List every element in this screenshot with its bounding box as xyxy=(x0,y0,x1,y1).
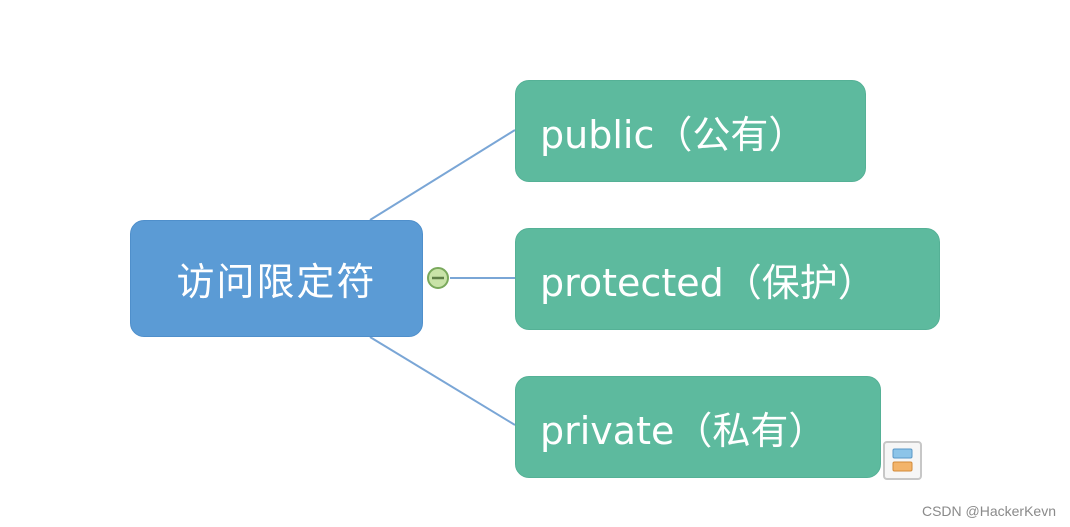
topic-protected[interactable]: protected（保护） xyxy=(515,228,940,330)
connector-public xyxy=(369,129,516,221)
topic-public[interactable]: public（公有） xyxy=(515,80,866,182)
topic-public-label: public（公有） xyxy=(540,112,807,157)
connector-private xyxy=(369,336,516,426)
watermark-text: CSDN @HackerKevn xyxy=(921,503,1056,519)
minus-circle-icon[interactable] xyxy=(426,266,450,290)
note-topic-icon[interactable] xyxy=(883,441,922,480)
topic-private-label: private（私有） xyxy=(540,408,827,453)
topic-protected-label: protected（保护） xyxy=(540,260,876,305)
root-topic-label: 访问限定符 xyxy=(176,260,377,304)
root-topic[interactable]: 访问限定符 xyxy=(130,220,423,337)
topic-private[interactable]: private（私有） xyxy=(515,376,881,478)
